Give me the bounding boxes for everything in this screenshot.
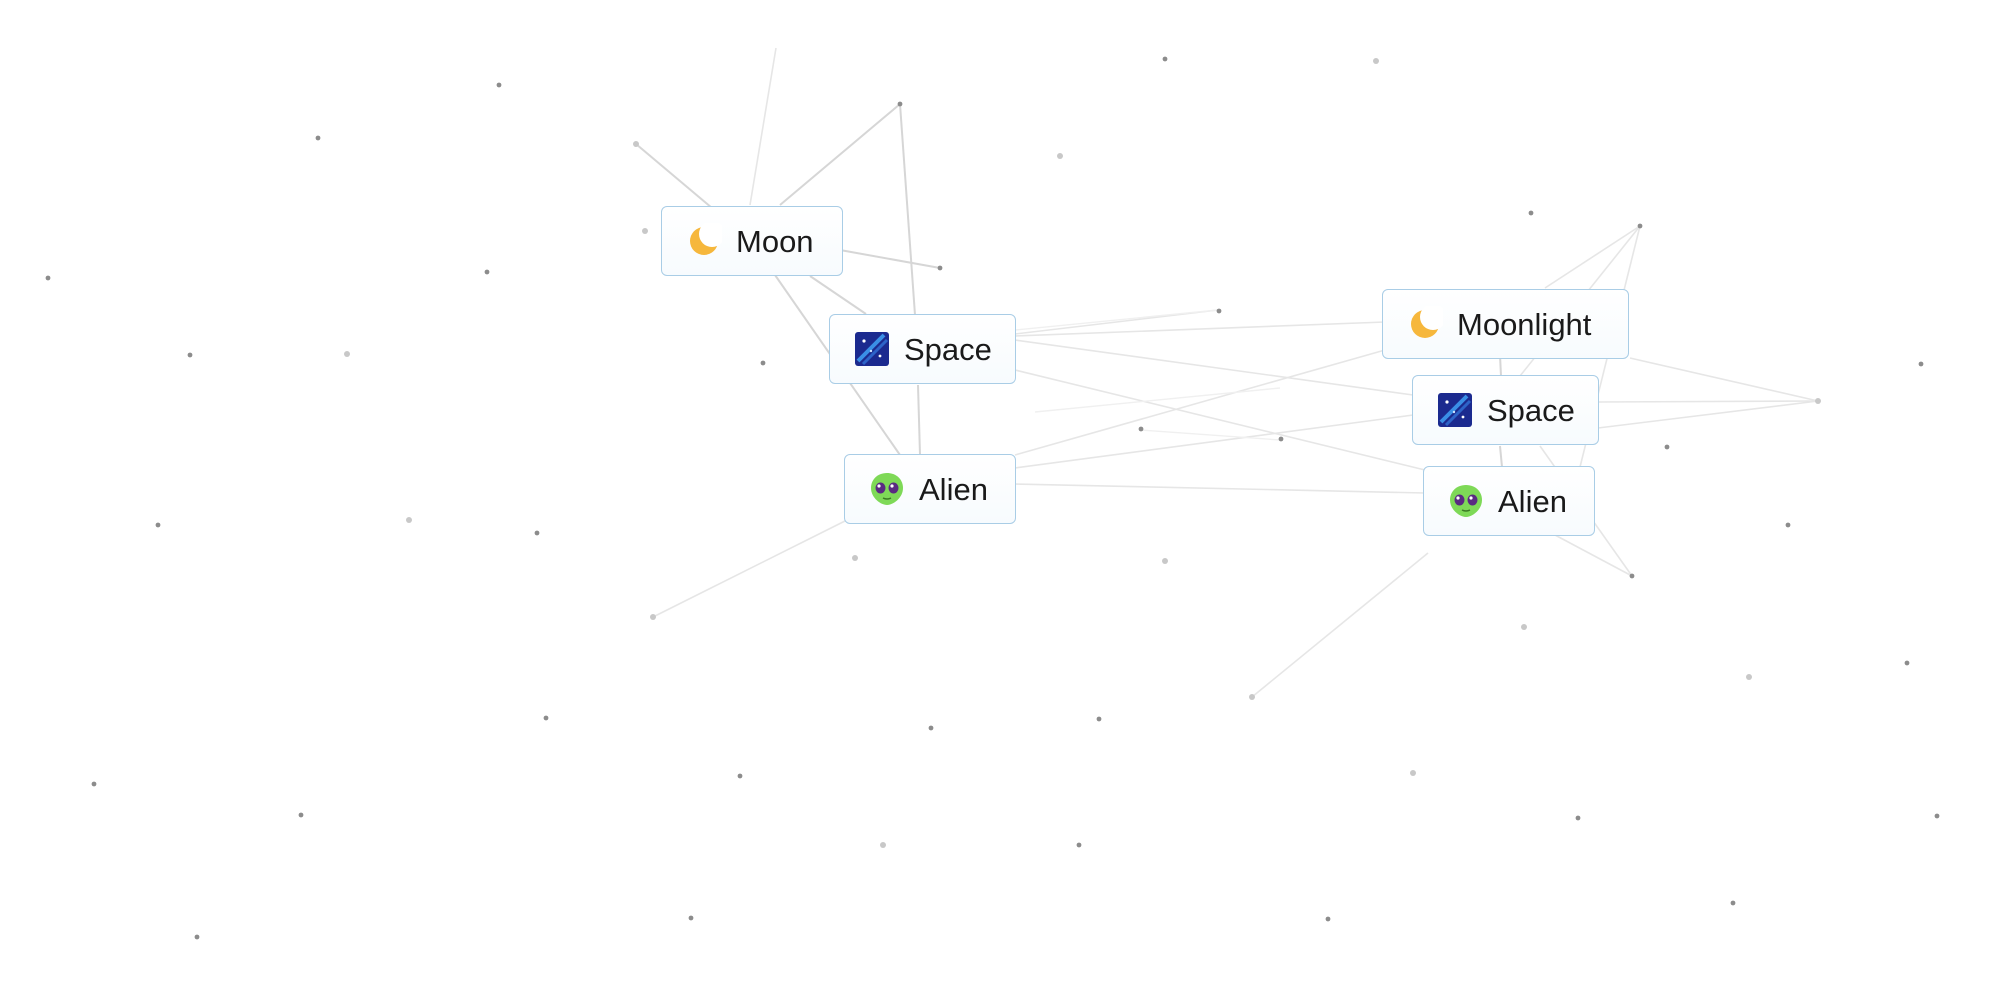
star-dot [642,228,648,234]
element-tile-alien[interactable]: Alien [1423,466,1595,536]
star-dot [760,360,766,366]
star-dot [1373,58,1379,64]
star-dot [1637,223,1643,229]
galaxy-icon [854,331,890,367]
crescent-moon-icon [686,223,722,259]
star-dot [928,725,934,731]
connection-line [899,103,916,316]
connection-line [1034,387,1281,413]
connection-line [809,275,867,315]
star-dot [688,915,694,921]
connection-line [1014,414,1414,469]
star-dot [484,269,490,275]
star-dot [1730,900,1736,906]
star-dot [1138,426,1144,432]
connection-line [635,143,713,209]
star-dot [1528,210,1534,216]
connection-line [1544,225,1641,289]
star-dot [737,773,743,779]
star-dot [937,265,943,271]
star-dot [1096,716,1102,722]
star-dot [155,522,161,528]
star-dot [1216,308,1222,314]
element-tile-label: Space [904,331,992,367]
star-dot [1918,361,1924,367]
star-dot [1249,694,1255,700]
star-dot [406,517,412,523]
element-tile-moonlight[interactable]: Moonlight [1382,289,1629,359]
star-dot [496,82,502,88]
connection-line [1554,534,1633,577]
star-dot [1785,522,1791,528]
star-dot [633,141,639,147]
star-dot [650,614,656,620]
star-dot [298,812,304,818]
star-dot [1410,770,1416,776]
connection-line [779,103,901,206]
connection-line [1251,552,1429,698]
connection-line [1014,309,1219,331]
star-dot [1278,436,1284,442]
connection-line [1139,429,1281,441]
star-dot [344,351,350,357]
alien-face-icon [1448,483,1484,519]
connection-line [917,384,921,456]
galaxy-icon [1437,392,1473,428]
star-dot [897,101,903,107]
element-tile-label: Alien [1498,483,1567,519]
star-dot [1162,558,1168,564]
star-dot [187,352,193,358]
star-dot [91,781,97,787]
connection-line [1629,357,1819,402]
star-dot [534,530,540,536]
star-dot [1162,56,1168,62]
element-tile-label: Space [1487,392,1575,428]
connection-line [1597,400,1819,429]
star-dot [1904,660,1910,666]
star-dot [1575,815,1581,821]
element-tile-label: Alien [919,471,988,507]
star-dot [1934,813,1940,819]
star-dot [1076,842,1082,848]
star-dot [543,715,549,721]
element-tile-alien[interactable]: Alien [844,454,1016,524]
connection-line [839,249,941,269]
connection-line [749,47,777,206]
element-tile-moon[interactable]: Moon [661,206,843,276]
star-dot [1057,153,1063,159]
star-dot [1629,573,1635,579]
connection-line [1014,483,1426,494]
star-dot [194,934,200,940]
star-dot [1664,444,1670,450]
element-tile-space[interactable]: Space [829,314,1016,384]
connection-line [652,520,846,618]
star-dot [852,555,858,561]
element-tile-space[interactable]: Space [1412,375,1599,445]
connection-line [1014,321,1386,337]
crescent-moon-icon [1407,306,1443,342]
connection-line [1014,369,1426,471]
star-dot [45,275,51,281]
element-tile-label: Moonlight [1457,306,1592,342]
star-dot [315,135,321,141]
connection-line [1499,445,1503,468]
alien-face-icon [869,471,905,507]
star-dot [880,842,886,848]
connection-line [1014,339,1414,396]
connection-line [1014,349,1386,456]
star-dot [1815,398,1821,404]
connection-line [1597,400,1819,403]
element-tile-label: Moon [736,223,814,259]
star-dot [1746,674,1752,680]
star-dot [1325,916,1331,922]
star-dot [1521,624,1527,630]
